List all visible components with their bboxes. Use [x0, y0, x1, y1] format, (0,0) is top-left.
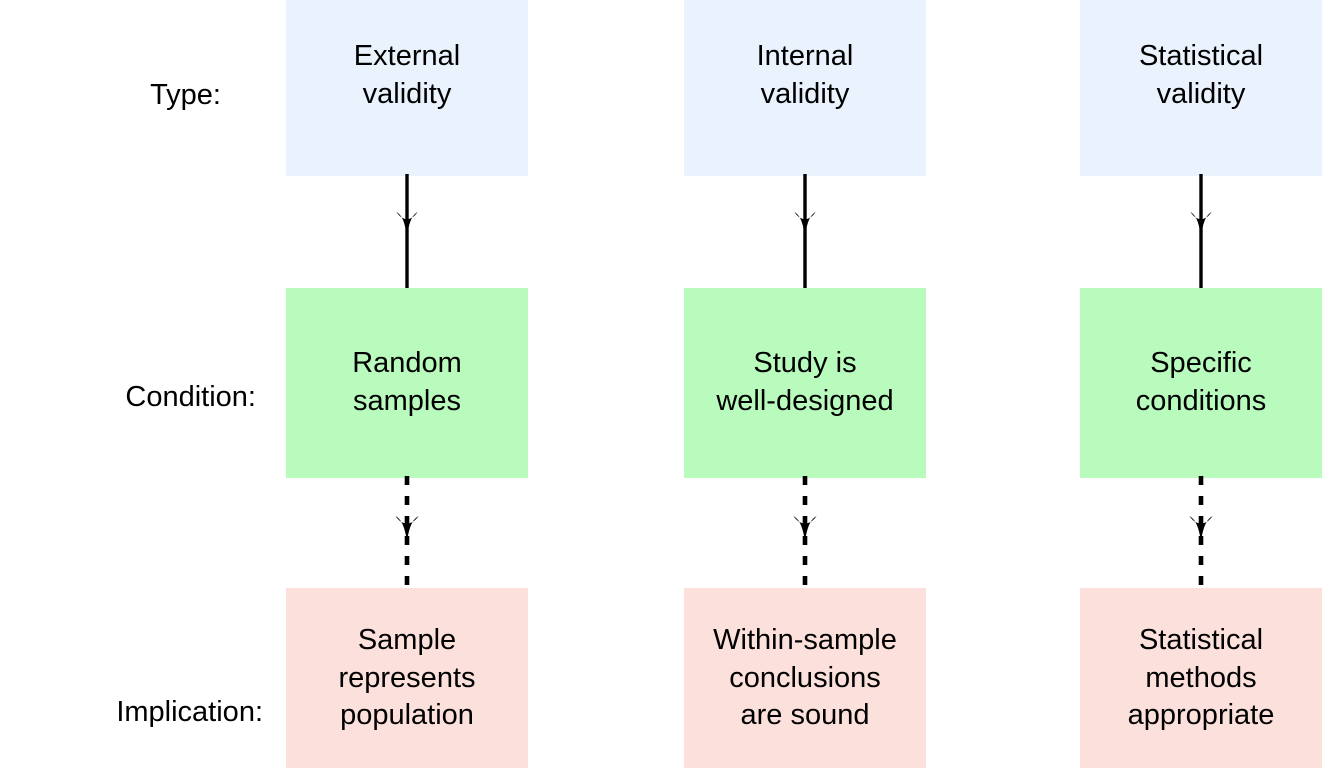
row-label-implication: Implication:	[116, 696, 263, 728]
row-label-type: Type:	[150, 79, 221, 111]
connector-external-condition-to-implication	[384, 476, 430, 592]
connector-external-type-to-condition	[384, 174, 430, 292]
connector-internal-type-to-condition	[782, 174, 828, 292]
row-label-condition: Condition:	[125, 381, 256, 413]
connector-statistical-type-to-condition	[1178, 174, 1224, 292]
connector-statistical-condition-to-implication	[1178, 476, 1224, 592]
connector-internal-condition-to-implication	[782, 476, 828, 592]
